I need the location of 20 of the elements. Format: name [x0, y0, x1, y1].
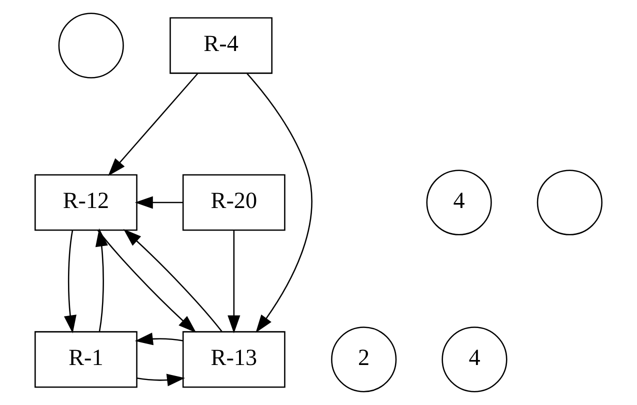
- arrow: [134, 196, 184, 209]
- node-box: R-20: [182, 174, 286, 231]
- node-box: R-12: [34, 174, 138, 231]
- arrow: [123, 229, 222, 332]
- arrow: [97, 230, 196, 333]
- node-circle: 4: [442, 326, 508, 392]
- node-box: R-1: [34, 331, 138, 388]
- node-circle: [536, 170, 602, 236]
- arrow: [108, 72, 198, 176]
- node-box: R-4: [170, 17, 272, 74]
- node-circle: [58, 12, 124, 78]
- arrow: [64, 230, 76, 334]
- arrow: [136, 374, 186, 386]
- arrow: [228, 230, 240, 334]
- arrow: [246, 73, 312, 333]
- node-box: R-13: [182, 331, 286, 388]
- arrow: [134, 332, 184, 346]
- node-circle: 4: [426, 170, 492, 236]
- node-circle: 2: [331, 326, 397, 392]
- arrow: [95, 228, 108, 332]
